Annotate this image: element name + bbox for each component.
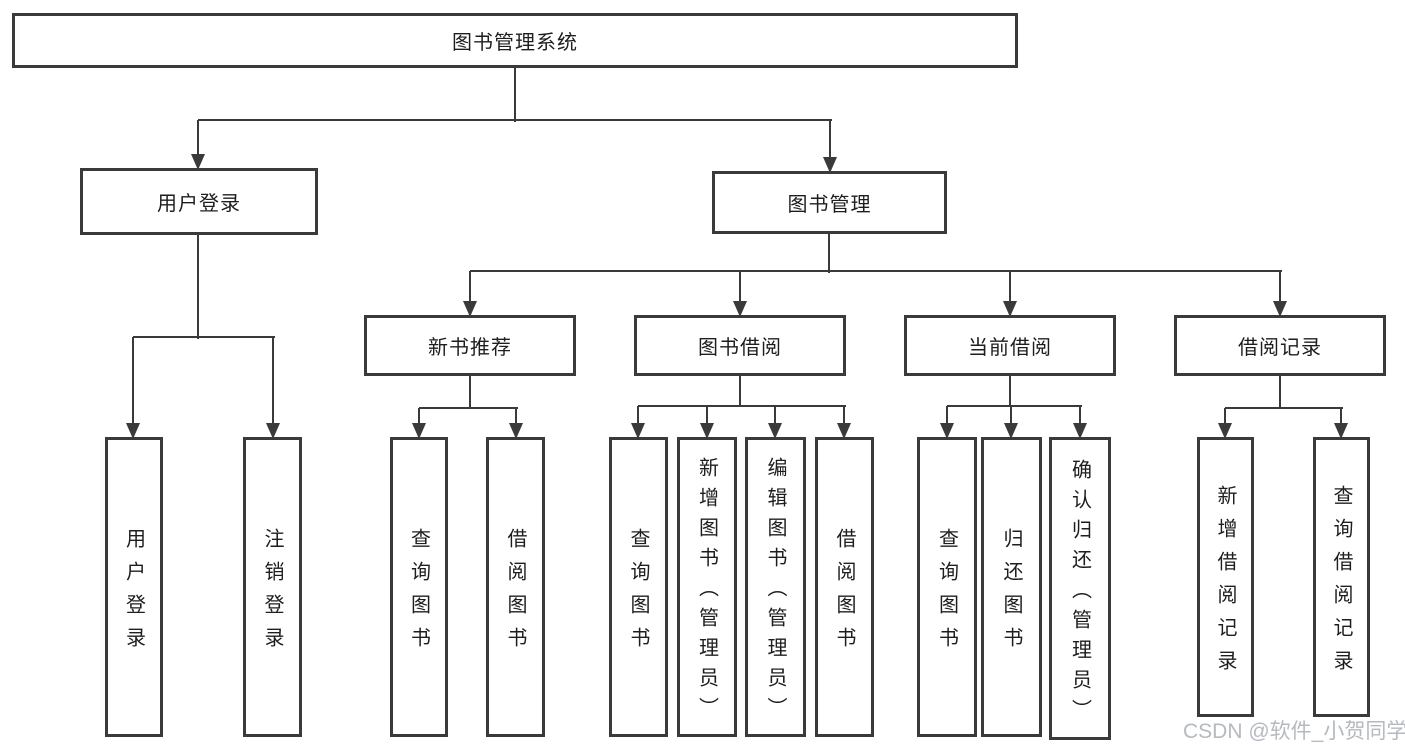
leaf-confirm-return-admin-label: 确认归还（管理员）: [1068, 458, 1091, 729]
edge-horizontal: [198, 119, 832, 121]
arrow-down-icon: [509, 423, 523, 439]
node-user-login-label: 用户登录: [157, 193, 241, 215]
arrow-down-icon: [1334, 423, 1348, 439]
arrow-down-icon: [1073, 423, 1087, 439]
leaf-add-books-admin: 新增图书（管理员）: [677, 437, 737, 737]
arrow-shaft: [843, 406, 845, 424]
leaf-edit-books-admin: 编辑图书（管理员）: [745, 437, 806, 737]
arrow-down-icon: [940, 423, 954, 439]
edge-vertical: [514, 68, 516, 122]
node-new-book-recommend: 新书推荐: [364, 315, 576, 376]
arrow-shaft: [1279, 271, 1281, 302]
leaf-logout-login-label: 注销登录: [261, 527, 283, 660]
arrow-down-icon: [1003, 301, 1017, 317]
leaf-query-books-current-label: 查询图书: [935, 527, 958, 660]
edge-horizontal: [133, 336, 275, 338]
leaf-query-borrow-record-label: 查询借阅记录: [1330, 484, 1352, 683]
arrow-down-icon: [837, 423, 851, 439]
arrow-down-icon: [463, 301, 477, 317]
node-book-management: 图书管理: [712, 171, 947, 234]
leaf-add-borrow-record-label: 新增借阅记录: [1214, 484, 1236, 683]
arrow-down-icon: [1273, 301, 1287, 317]
arrow-shaft: [946, 406, 948, 424]
edge-vertical: [739, 376, 741, 407]
node-borrowing-records: 借阅记录: [1174, 315, 1386, 376]
leaf-query-borrow-record: 查询借阅记录: [1313, 437, 1370, 717]
arrow-shaft: [197, 120, 199, 155]
node-user-login: 用户登录: [80, 168, 318, 235]
arrow-down-icon: [768, 423, 782, 439]
arrow-shaft: [132, 337, 134, 424]
arrow-shaft: [469, 271, 471, 302]
edge-vertical: [469, 376, 471, 409]
arrow-down-icon: [1004, 423, 1018, 439]
edge-vertical: [197, 235, 199, 339]
arrow-shaft: [637, 406, 639, 424]
edge-horizontal: [638, 405, 846, 407]
edge-horizontal: [419, 407, 518, 409]
arrow-down-icon: [266, 423, 280, 439]
leaf-query-books-borrowing: 查询图书: [609, 437, 668, 737]
leaf-query-books-borrowing-label: 查询图书: [627, 527, 649, 660]
leaf-logout-login: 注销登录: [243, 437, 302, 737]
arrow-shaft: [272, 337, 274, 424]
node-book-borrowing: 图书借阅: [634, 315, 846, 376]
edge-horizontal: [1225, 407, 1343, 409]
leaf-borrow-books-recommend-label: 借阅图书: [504, 527, 526, 660]
node-library-system: 图书管理系统: [12, 13, 1018, 68]
edge-horizontal: [470, 270, 1282, 272]
arrow-down-icon: [631, 423, 645, 439]
arrow-down-icon: [191, 154, 205, 170]
arrow-down-icon: [412, 423, 426, 439]
edge-vertical: [828, 234, 830, 273]
arrow-down-icon: [823, 157, 837, 173]
arrow-shaft: [1340, 408, 1342, 424]
arrow-shaft: [515, 408, 517, 424]
arrow-down-icon: [733, 301, 747, 317]
node-current-borrowing-label: 当前借阅: [968, 337, 1052, 359]
node-new-book-recommend-label: 新书推荐: [428, 337, 512, 359]
leaf-query-books-recommend-label: 查询图书: [407, 527, 430, 660]
leaf-borrow-books-recommend: 借阅图书: [486, 437, 545, 737]
arrow-shaft: [1009, 271, 1011, 302]
node-library-system-label: 图书管理系统: [452, 32, 578, 54]
arrow-shaft: [739, 271, 741, 302]
edge-horizontal: [947, 405, 1082, 407]
arrow-shaft: [1010, 406, 1012, 424]
arrow-shaft: [1224, 408, 1226, 424]
arrow-shaft: [1079, 406, 1081, 424]
node-book-borrowing-label: 图书借阅: [698, 337, 782, 359]
arrow-down-icon: [1218, 423, 1232, 439]
arrow-shaft: [706, 406, 708, 424]
leaf-user-login-label: 用户登录: [122, 527, 145, 660]
leaf-borrow-books-borrowing-label: 借阅图书: [833, 527, 855, 660]
leaf-edit-books-admin-label: 编辑图书（管理员）: [764, 457, 786, 727]
arrow-shaft: [829, 120, 831, 158]
node-current-borrowing: 当前借阅: [904, 315, 1116, 376]
leaf-return-books-label: 归还图书: [1000, 527, 1022, 660]
edge-vertical: [1009, 376, 1011, 407]
leaf-confirm-return-admin: 确认归还（管理员）: [1049, 437, 1111, 740]
leaf-add-borrow-record: 新增借阅记录: [1197, 437, 1254, 717]
arrow-shaft: [418, 408, 420, 424]
edge-vertical: [1279, 376, 1281, 409]
leaf-user-login: 用户登录: [105, 437, 163, 737]
watermark: CSDN @软件_小贺同学: [1183, 720, 1405, 743]
leaf-query-books-current: 查询图书: [917, 437, 977, 737]
leaf-borrow-books-borrowing: 借阅图书: [815, 437, 874, 737]
arrow-shaft: [774, 406, 776, 424]
arrow-down-icon: [126, 423, 140, 439]
leaf-return-books: 归还图书: [981, 437, 1042, 737]
leaf-query-books-recommend: 查询图书: [390, 437, 448, 737]
leaf-add-books-admin-label: 新增图书（管理员）: [695, 457, 718, 727]
node-book-management-label: 图书管理: [787, 194, 872, 216]
node-borrowing-records-label: 借阅记录: [1238, 337, 1322, 359]
arrow-down-icon: [700, 423, 714, 439]
